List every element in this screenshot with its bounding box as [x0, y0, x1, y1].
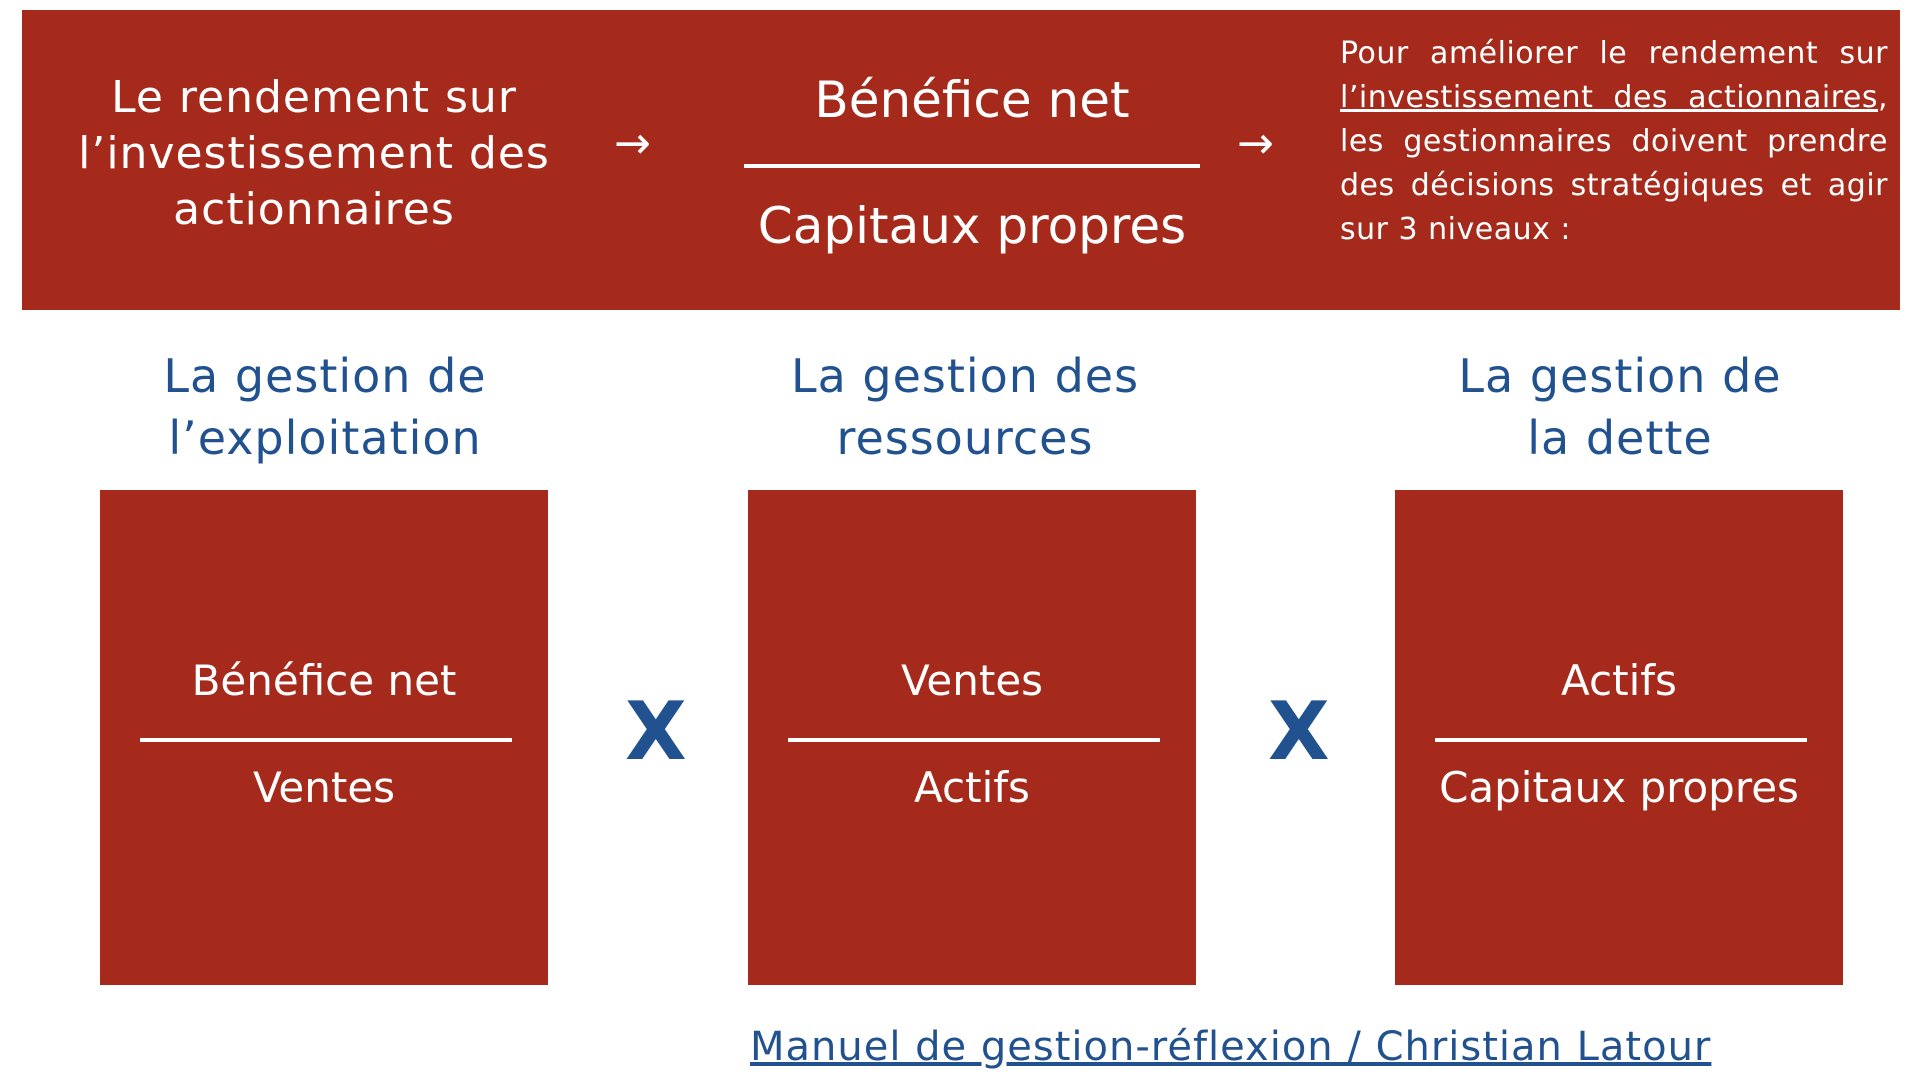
- ratio-box-exploitation: Bénéfice net Ventes: [100, 490, 548, 985]
- roe-label: Le rendement sur l’investissement des ac…: [54, 70, 574, 238]
- column-title-line: La gestion de: [1458, 349, 1782, 403]
- explanation-part: Pour améliorer le rendement sur: [1340, 36, 1888, 71]
- explanation-text: Pour améliorer le rendement sur l’invest…: [1340, 32, 1888, 252]
- arrow-right-icon: →: [614, 118, 651, 169]
- fraction-numerator: Bénéfice net: [814, 71, 1130, 129]
- column-title-ressources: La gestion des ressources: [695, 345, 1235, 469]
- ratio-numerator: Actifs: [1561, 656, 1677, 705]
- ratio-numerator: Ventes: [900, 656, 1044, 705]
- formula-banner: Le rendement sur l’investissement des ac…: [22, 10, 1900, 310]
- multiply-icon: X: [1268, 685, 1330, 778]
- ratio-bar: [788, 738, 1160, 742]
- arrow-right-icon: →: [1237, 118, 1274, 169]
- ratio-denominator: Ventes: [252, 763, 396, 812]
- ratio-bar: [140, 738, 512, 742]
- column-title-line: La gestion des: [790, 349, 1140, 403]
- column-title-line: l’exploitation: [168, 411, 482, 465]
- ratio-denominator: Actifs: [914, 763, 1030, 812]
- source-credit: Manuel de gestion-réflexion / Christian …: [750, 1024, 1712, 1070]
- roe-label-line: l’investissement des: [78, 128, 550, 179]
- ratio-denominator: Capitaux propres: [1439, 763, 1799, 812]
- column-title-dette: La gestion de la dette: [1350, 345, 1890, 469]
- column-title-line: La gestion de: [163, 349, 487, 403]
- explanation-underlined: l’investissement des actionnaires: [1340, 80, 1878, 115]
- roe-fraction: Bénéfice net Capitaux propres: [702, 50, 1242, 266]
- roe-label-line: Le rendement sur: [111, 72, 517, 123]
- explanation-part: , les gestionnaires doivent prendre des …: [1340, 80, 1888, 247]
- fraction-bar: [744, 164, 1200, 168]
- fraction-denominator: Capitaux propres: [757, 197, 1187, 255]
- roe-label-line: actionnaires: [173, 184, 455, 235]
- multiply-icon: X: [625, 685, 687, 778]
- ratio-box-ressources: Ventes Actifs: [748, 490, 1196, 985]
- column-title-line: ressources: [836, 411, 1094, 465]
- column-title-line: la dette: [1527, 411, 1713, 465]
- ratio-numerator: Bénéfice net: [191, 656, 457, 705]
- ratio-bar: [1435, 738, 1807, 742]
- ratio-box-dette: Actifs Capitaux propres: [1395, 490, 1843, 985]
- column-title-exploitation: La gestion de l’exploitation: [55, 345, 595, 469]
